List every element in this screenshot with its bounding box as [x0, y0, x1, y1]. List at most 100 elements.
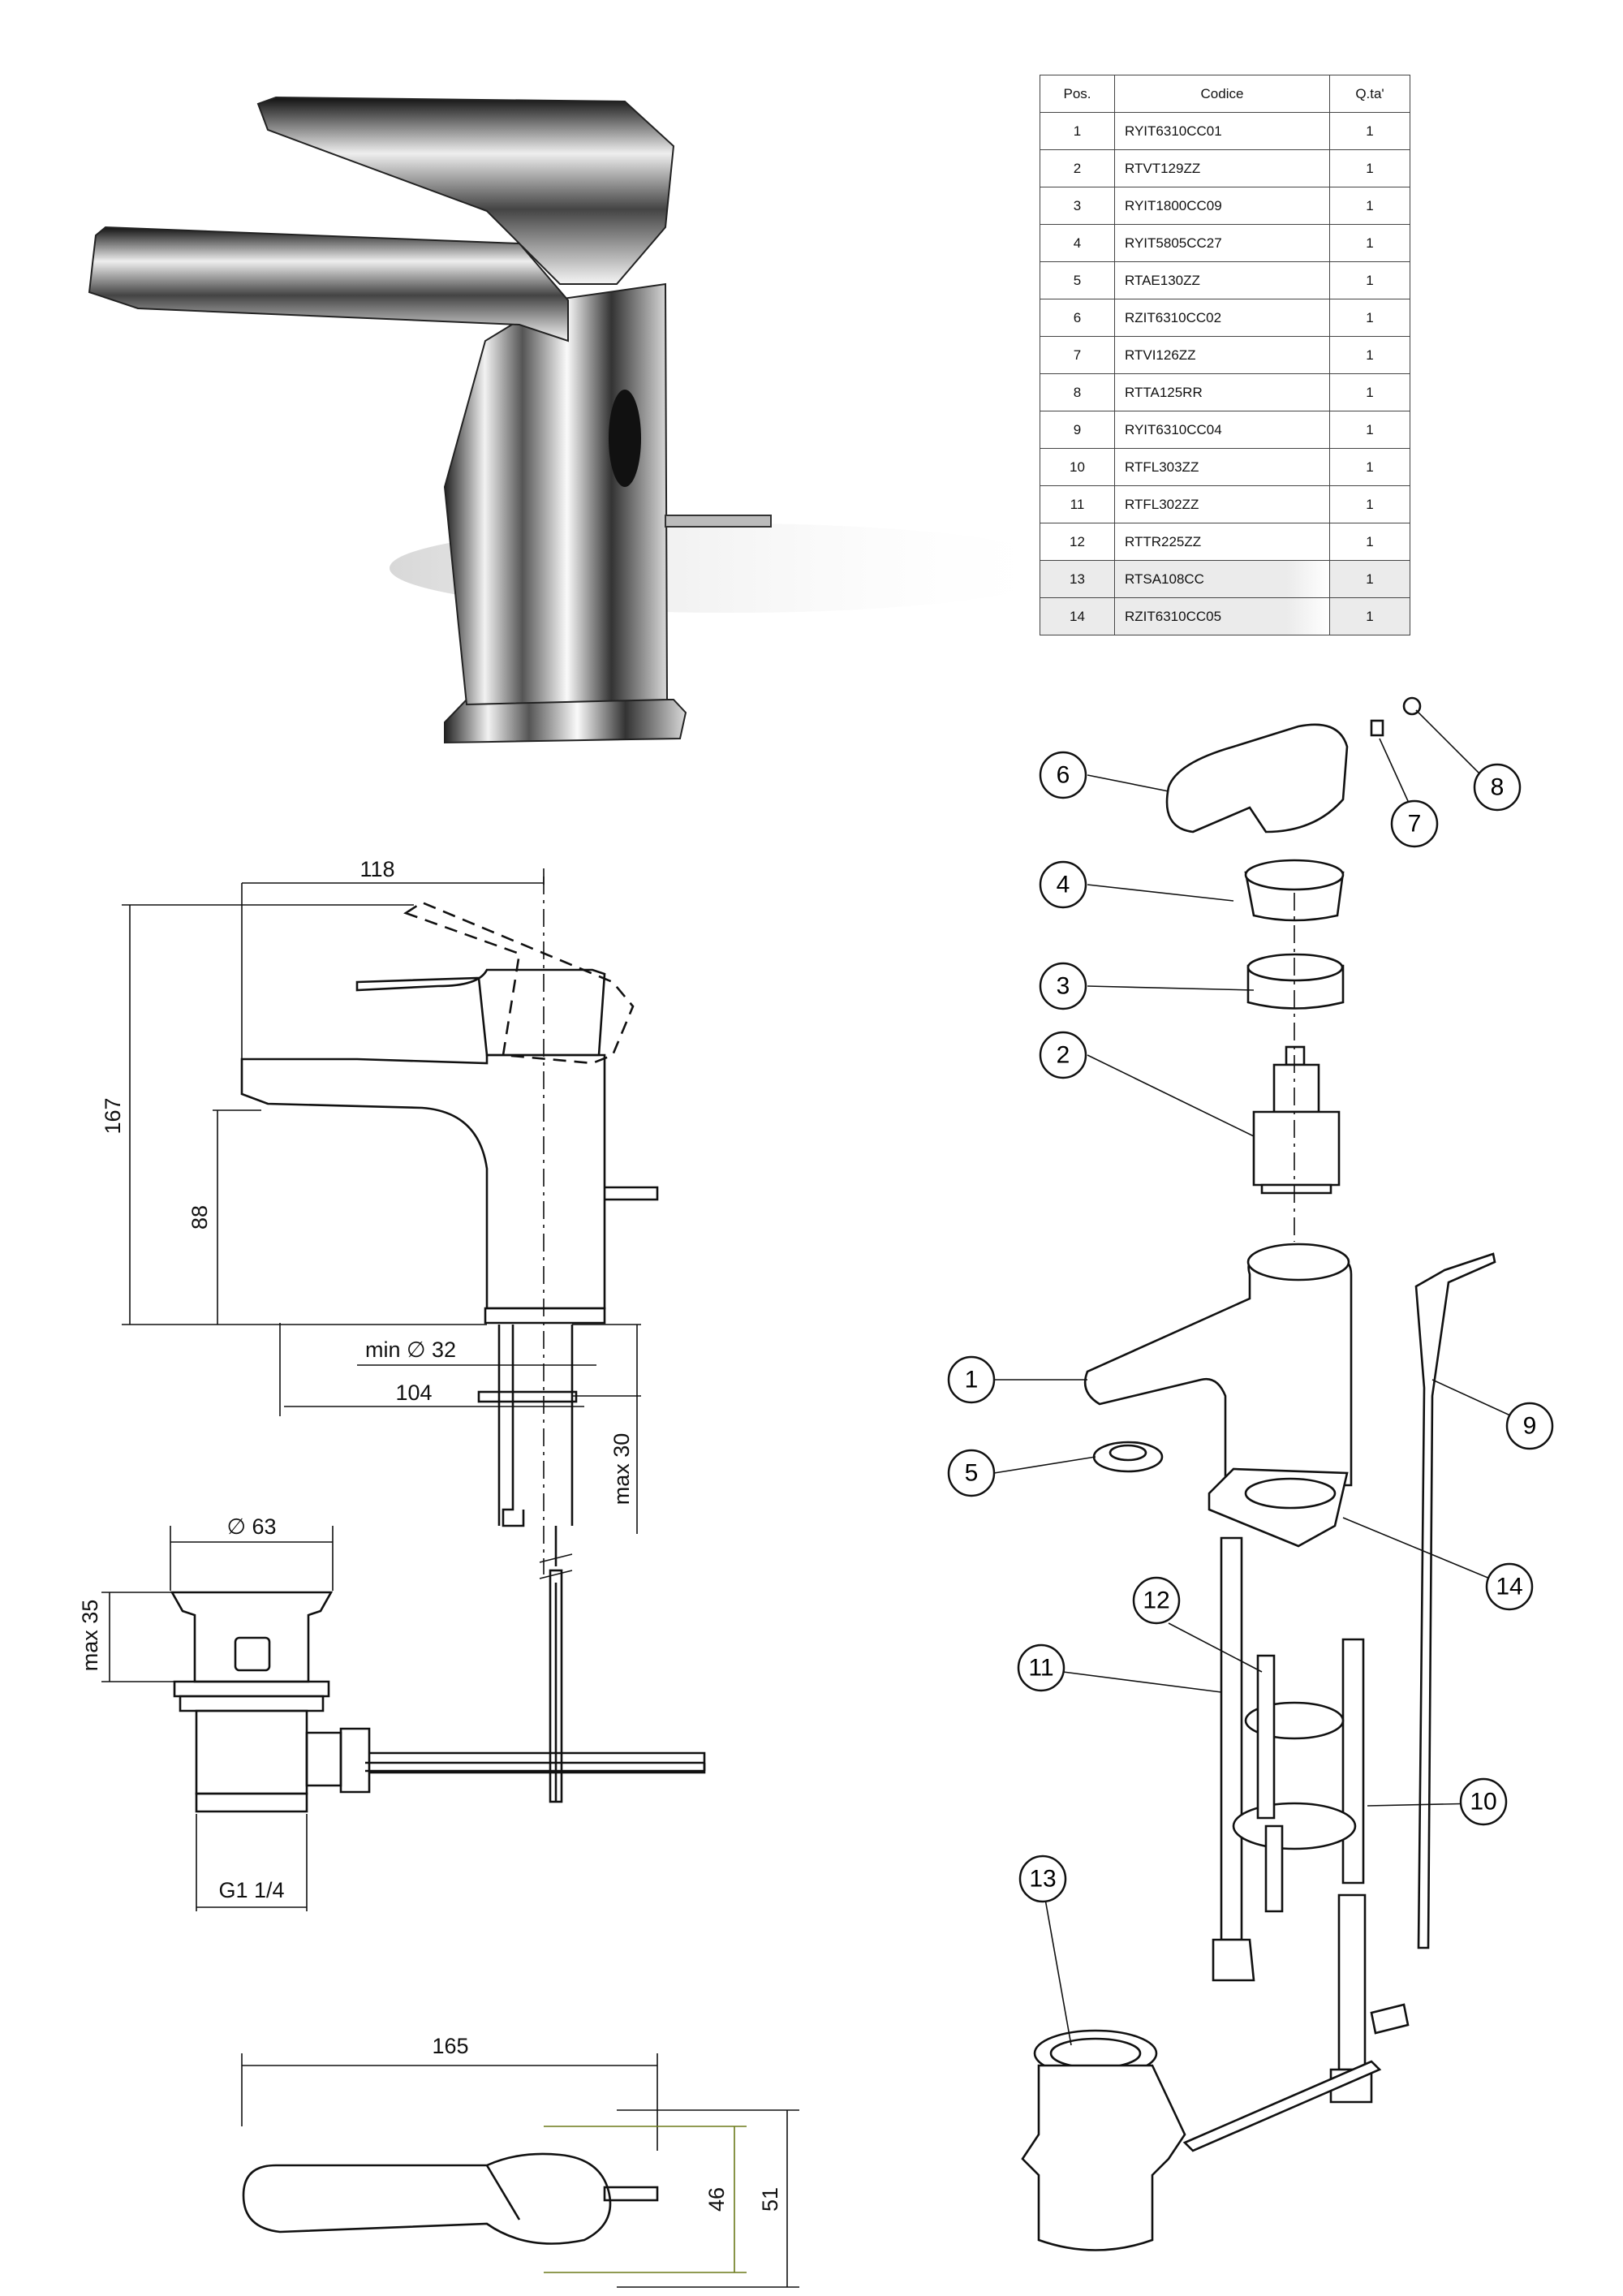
cell-qty: 1: [1329, 523, 1410, 561]
cell-pos: 6: [1040, 299, 1115, 337]
waste-drawing: ∅ 63 max 35 G1 1/4: [78, 1514, 706, 1911]
cell-code: RYIT5805CC27: [1114, 224, 1330, 262]
dim-46: 46: [704, 2187, 729, 2212]
balloon-label: 14: [1496, 1574, 1522, 1600]
balloon-label: 6: [1057, 762, 1070, 789]
faucet-render: [88, 96, 1071, 744]
cell-qty: 1: [1329, 187, 1410, 225]
dim-max-35: max 35: [78, 1600, 102, 1672]
cell-pos: 14: [1040, 597, 1115, 635]
balloon-11: 11: [1017, 1643, 1065, 1692]
balloon-1: 1: [947, 1355, 996, 1404]
cell-code: RTVI126ZZ: [1114, 336, 1330, 374]
balloon-label: 3: [1057, 973, 1070, 1000]
cell-pos: 12: [1040, 523, 1115, 561]
cell-pos: 2: [1040, 149, 1115, 187]
dim-167: 167: [101, 1097, 125, 1134]
dim-waste-dia: ∅ 63: [226, 1514, 276, 1539]
cell-code: RTAE130ZZ: [1114, 261, 1330, 299]
cell-qty: 1: [1329, 597, 1410, 635]
balloon-label: 5: [965, 1460, 979, 1487]
cell-qty: 1: [1329, 448, 1410, 486]
top-view-drawing: 165 46 51: [241, 2034, 799, 2288]
balloon-9: 9: [1505, 1402, 1554, 1450]
balloon-12: 12: [1132, 1576, 1181, 1625]
cell-qty: 1: [1329, 149, 1410, 187]
cell-qty: 1: [1329, 261, 1410, 299]
balloon-6: 6: [1039, 751, 1087, 799]
cell-code: RTVT129ZZ: [1114, 149, 1330, 187]
dim-88: 88: [187, 1205, 212, 1230]
cell-code: RYIT6310CC04: [1114, 411, 1330, 449]
balloon-10: 10: [1459, 1777, 1508, 1826]
dim-thread: G1 1/4: [218, 1878, 284, 1902]
header-qty: Q.ta': [1329, 75, 1410, 113]
balloon-label: 12: [1143, 1587, 1169, 1614]
dim-118: 118: [359, 857, 394, 881]
balloon-13: 13: [1018, 1854, 1067, 1903]
cell-pos: 1: [1040, 112, 1115, 150]
balloon-label: 8: [1491, 774, 1505, 801]
balloon-label: 1: [965, 1367, 979, 1394]
balloon-5: 5: [947, 1449, 996, 1497]
balloon-2: 2: [1039, 1031, 1087, 1079]
table-header-row: Pos. Codice Q.ta': [1040, 75, 1410, 113]
balloon-4: 4: [1039, 860, 1087, 909]
cell-qty: 1: [1329, 299, 1410, 337]
cell-code: RTSA108CC: [1114, 560, 1330, 598]
dim-min-hole: min ∅ 32: [365, 1338, 456, 1362]
cell-qty: 1: [1329, 112, 1410, 150]
cell-qty: 1: [1329, 373, 1410, 411]
cell-qty: 1: [1329, 485, 1410, 523]
cell-pos: 7: [1040, 336, 1115, 374]
balloon-7: 7: [1390, 799, 1439, 848]
balloon-8: 8: [1473, 763, 1522, 812]
cell-pos: 10: [1040, 448, 1115, 486]
balloon-label: 2: [1057, 1042, 1070, 1069]
cell-code: RTFL302ZZ: [1114, 485, 1330, 523]
cell-pos: 13: [1040, 560, 1115, 598]
cell-pos: 11: [1040, 485, 1115, 523]
cell-code: RYIT6310CC01: [1114, 112, 1330, 150]
balloon-label: 7: [1408, 811, 1422, 838]
cell-pos: 8: [1040, 373, 1115, 411]
cell-pos: 5: [1040, 261, 1115, 299]
balloon-3: 3: [1039, 962, 1087, 1010]
cell-qty: 1: [1329, 336, 1410, 374]
dim-104: 104: [395, 1381, 432, 1405]
dim-max-30: max 30: [609, 1433, 634, 1506]
header-code: Codice: [1114, 75, 1330, 113]
cell-pos: 4: [1040, 224, 1115, 262]
header-pos: Pos.: [1040, 75, 1115, 113]
cell-qty: 1: [1329, 560, 1410, 598]
dim-165: 165: [432, 2034, 468, 2058]
balloon-14: 14: [1485, 1562, 1534, 1611]
cell-code: RTTA125RR: [1114, 373, 1330, 411]
cell-code: RZIT6310CC02: [1114, 299, 1330, 337]
cell-code: RTTR225ZZ: [1114, 523, 1330, 561]
cell-code: RTFL303ZZ: [1114, 448, 1330, 486]
balloon-label: 4: [1057, 872, 1070, 898]
side-elevation-drawing: 118 167 88 min ∅ 32 104 max 30: [101, 857, 706, 1803]
cell-qty: 1: [1329, 411, 1410, 449]
balloon-label: 11: [1028, 1655, 1053, 1682]
dim-51: 51: [758, 2187, 782, 2212]
cell-pos: 9: [1040, 411, 1115, 449]
balloon-label: 13: [1029, 1866, 1056, 1893]
balloon-label: 10: [1470, 1789, 1496, 1816]
exploded-view-drawing: [1021, 696, 1496, 2251]
balloon-label: 9: [1523, 1413, 1537, 1440]
